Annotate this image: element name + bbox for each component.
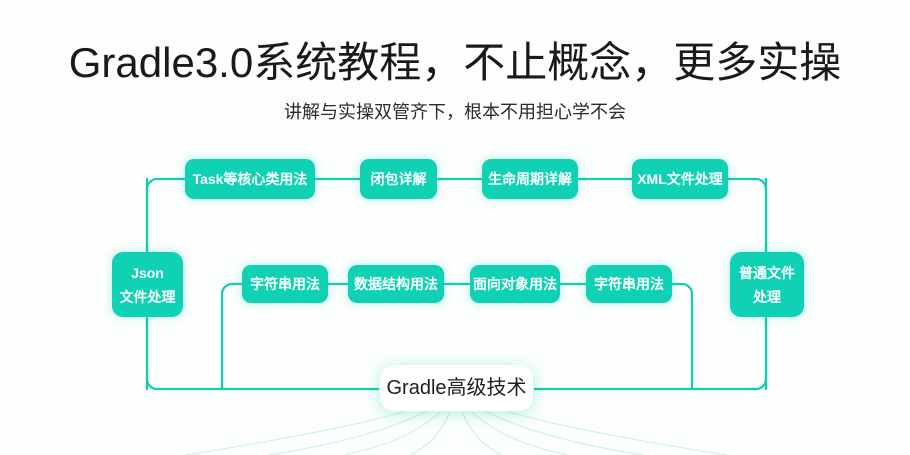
header: Gradle3.0系统教程，不止概念，更多实操 讲解与实操双管齐下，根本不用担心…	[0, 0, 910, 124]
node-data-structure-usage[interactable]: 数据结构用法	[348, 265, 444, 303]
node-lifecycle-detail[interactable]: 生命周期详解	[482, 159, 578, 199]
node-label: 字符串用法	[250, 276, 320, 292]
page-subtitle: 讲解与实操双管齐下，根本不用担心学不会	[284, 102, 626, 122]
node-label: 闭包详解	[370, 171, 427, 187]
node-string-usage-2[interactable]: 字符串用法	[586, 265, 672, 303]
node-xml-file-handling[interactable]: XML文件处理	[632, 159, 728, 199]
node-label: 字符串用法	[594, 276, 664, 292]
node-label: XML文件处理	[637, 171, 723, 187]
node-label: Gradle高级技术	[386, 377, 527, 399]
node-label-line1: 普通文件	[739, 264, 795, 281]
node-label-line1: Json	[131, 264, 164, 281]
node-oop-usage[interactable]: 面向对象用法	[470, 265, 560, 303]
wire-inner-left	[220, 282, 244, 391]
node-label: Task等核心类用法	[192, 171, 308, 187]
node-json-file-handling[interactable]: Json 文件处理	[112, 252, 183, 317]
node-label: 面向对象用法	[473, 276, 557, 292]
node-string-usage-1[interactable]: 字符串用法	[242, 265, 328, 303]
node-label: 生命周期详解	[488, 171, 572, 187]
node-label: 数据结构用法	[354, 276, 438, 292]
node-task-core-classes[interactable]: Task等核心类用法	[185, 159, 315, 199]
node-common-file-handling[interactable]: 普通文件 处理	[730, 252, 804, 317]
page-title: Gradle3.0系统教程，不止概念，更多实操	[68, 39, 842, 86]
node-label-line2: 文件处理	[119, 288, 176, 305]
node-label-line2: 处理	[753, 288, 781, 305]
wire-inner-right	[670, 282, 694, 391]
node-closure-detail[interactable]: 闭包详解	[360, 159, 437, 199]
node-gradle-advanced-tech[interactable]: Gradle高级技术	[380, 365, 533, 411]
